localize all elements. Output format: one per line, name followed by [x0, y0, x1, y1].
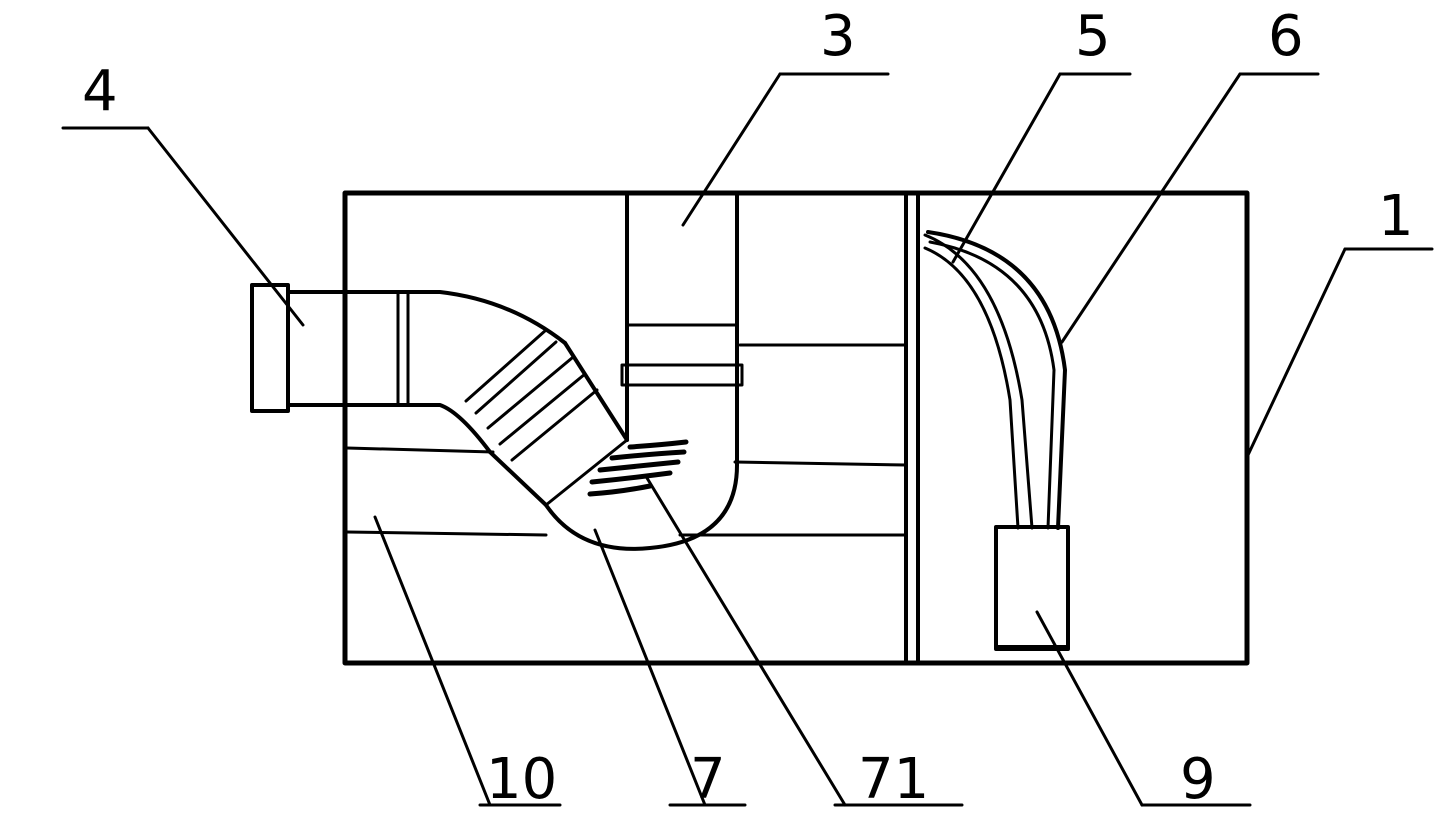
label-4: 4 — [82, 59, 118, 124]
housing-1 — [342, 190, 1250, 666]
inlet-pipe-4 — [250, 283, 567, 454]
label-5: 5 — [1075, 4, 1111, 69]
label-7: 7 — [690, 747, 726, 812]
float-cables — [923, 230, 1067, 530]
label-3: 3 — [820, 4, 856, 69]
label-1: 1 — [1378, 184, 1414, 249]
label-10: 10 — [486, 747, 557, 812]
vertical-pipe-3 — [620, 193, 744, 467]
float-9 — [994, 525, 1070, 651]
partition-wall — [904, 193, 920, 663]
elbow-bowl-7 — [544, 463, 739, 551]
flow-holes-71 — [587, 439, 689, 497]
leader-lines — [61, 72, 1434, 807]
label-71: 71 — [858, 747, 929, 812]
label-9: 9 — [1180, 747, 1216, 812]
inclined-pipe — [464, 328, 629, 507]
label-6: 6 — [1268, 4, 1304, 69]
